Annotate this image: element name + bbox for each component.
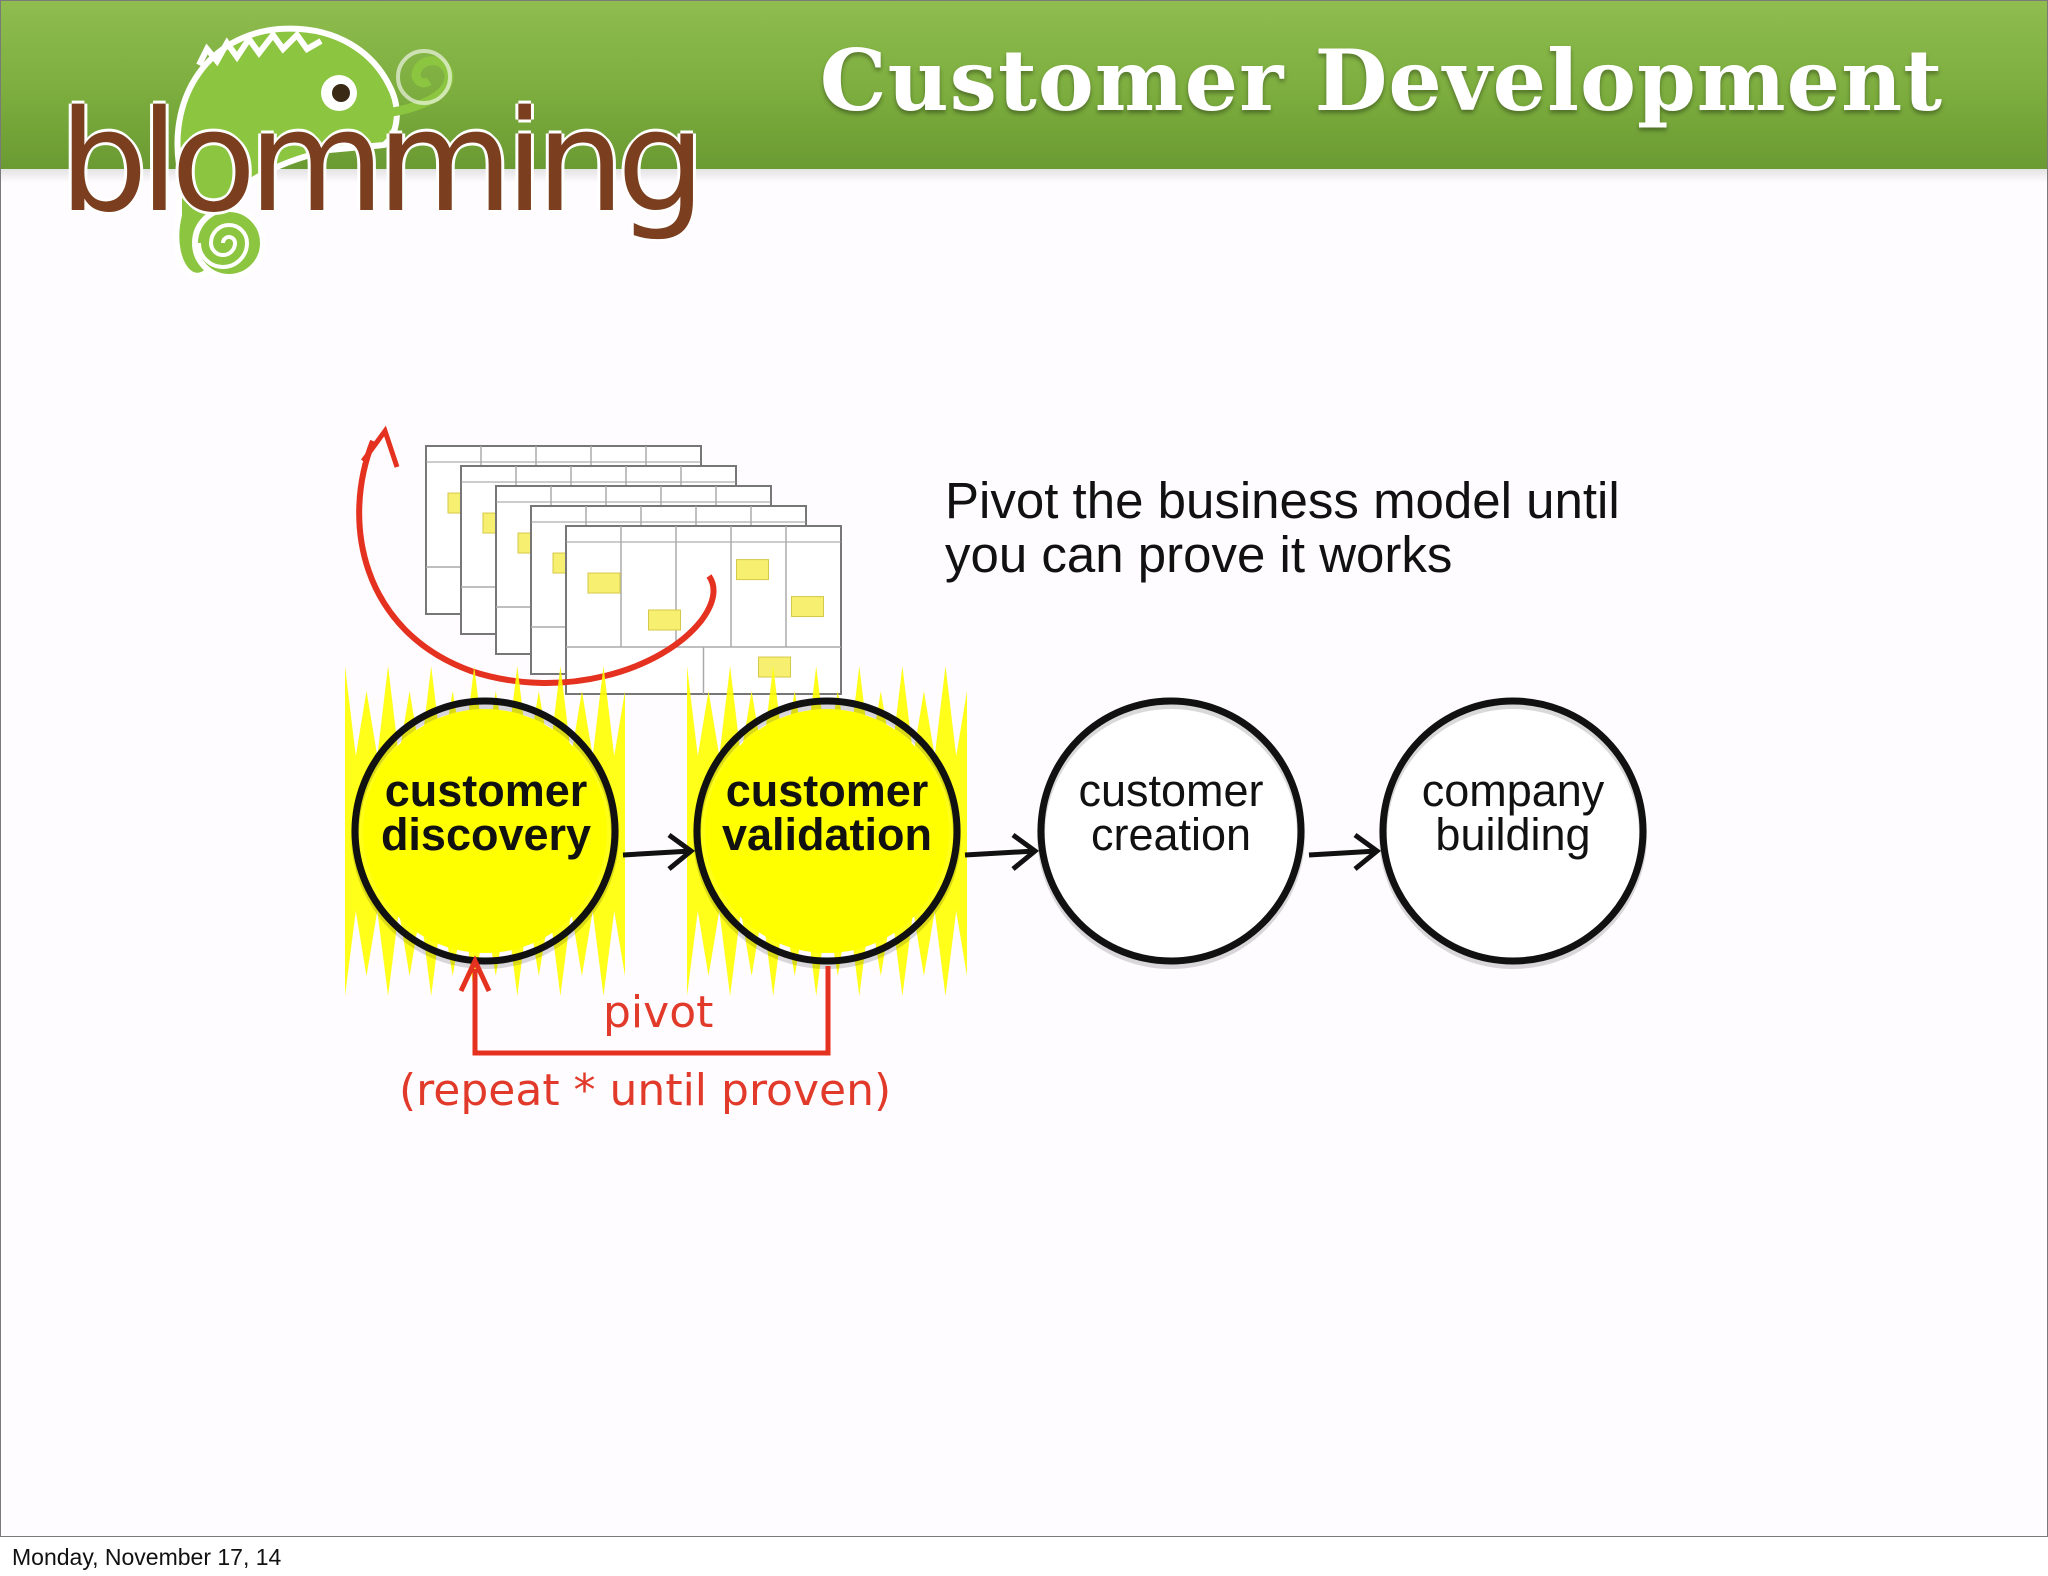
slide: Customer Development blomming <box>0 0 2048 1537</box>
footer-date: Monday, November 17, 14 <box>12 1544 282 1570</box>
customer-development-diagram <box>345 425 1647 1056</box>
stage-label-customer-validation: customer validation <box>697 765 957 860</box>
sticky-note <box>791 596 824 618</box>
stage-label-line: discovery <box>380 809 592 860</box>
slide-title: Customer Development <box>819 31 1943 130</box>
chameleon-icon <box>173 25 454 280</box>
pivot-label: pivot <box>603 987 714 1038</box>
stage-label-line: customer <box>725 765 929 816</box>
caption-line-1: Pivot the business model until <box>945 472 1620 529</box>
stage-label-customer-creation: customer creation <box>1041 765 1301 860</box>
business-model-canvas-stack <box>425 445 842 695</box>
stage-label-customer-discovery: customer discovery <box>356 765 616 860</box>
stage-label-line: validation <box>721 809 933 860</box>
caption-line-2: you can prove it works <box>945 526 1453 583</box>
stage-label-line: creation <box>1090 809 1252 860</box>
stage-arrows <box>622 832 1382 871</box>
stage-circles <box>345 666 1647 996</box>
arrow-right-icon <box>622 832 696 871</box>
logo-wordmark: blomming <box>59 81 706 244</box>
arrow-right-icon <box>964 832 1040 871</box>
stage-label-line: company <box>1421 765 1605 816</box>
pivot-note: (repeat * until proven) <box>399 1065 892 1116</box>
pivot-bracket-arrow <box>458 955 831 1056</box>
header-banner-shadow <box>1 169 2047 183</box>
blomming-logo: blomming <box>29 15 706 295</box>
canvas-card <box>565 525 842 695</box>
sticky-note <box>736 559 769 581</box>
sticky-note <box>758 656 791 678</box>
stage-label-company-building: company building <box>1383 765 1643 860</box>
stage-label-line: customer <box>1078 765 1264 816</box>
stage-label-line: customer <box>384 765 588 816</box>
sticky-note <box>648 609 681 631</box>
stage-circle <box>1379 697 1647 969</box>
stage-circle <box>687 666 967 996</box>
pivot-loop-arrow <box>356 425 717 686</box>
arrow-right-icon <box>1308 832 1382 871</box>
stage-circle <box>1037 697 1305 969</box>
stage-label-line: building <box>1435 809 1591 860</box>
sticky-note <box>587 572 621 594</box>
stage-circle <box>345 666 625 996</box>
